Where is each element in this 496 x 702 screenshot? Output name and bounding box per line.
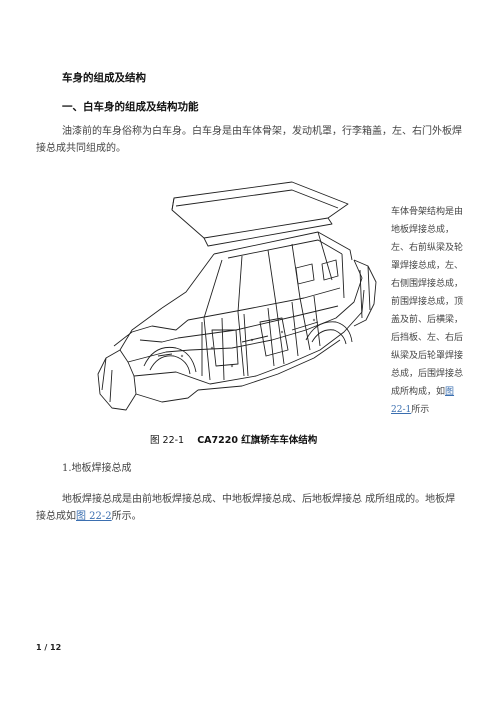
page-title: 车身的组成及结构 [62, 72, 146, 84]
floor-paragraph-suffix: 所示。 [111, 511, 142, 522]
figure-caption-number: 图 22-1 [150, 435, 185, 446]
subsection-heading: 1.地板焊接总成 [62, 463, 132, 474]
figure-caption: 图 22-1 CA7220 红旗轿车车体结构 [150, 428, 317, 447]
floor-paragraph-text: 地板焊接总成是由前地板焊接总成、中地板焊接总成、后地板焊接总 成所组成的。地板焊… [36, 494, 456, 522]
figure-side-note: 车体骨架结构是由地板焊接总成，左、右前纵梁及轮罩焊接总成，左、右侧围焊接总成，前… [391, 203, 465, 419]
intro-paragraph: 油漆前的车身俗称为白车身。白车身是由车体骨架，发动机罩，行李箱盖，左、右门外板焊… [36, 126, 462, 154]
section-heading: 一、白车身的组成及结构功能 [62, 101, 199, 113]
figure-caption-text: CA7220 红旗轿车车体结构 [197, 435, 318, 446]
car-body-figure [92, 180, 382, 420]
page-indicator: 1 / 12 [36, 643, 62, 652]
floor-paragraph: 地板焊接总成是由前地板焊接总成、中地板焊接总成、后地板焊接总 成所组成的。地板焊… [36, 491, 464, 525]
figure-22-2-link[interactable]: 图 22-2 [76, 511, 112, 522]
figure-22-1-link[interactable]: 图22-1 [391, 387, 455, 415]
side-note-suffix: 所示 [411, 405, 430, 415]
side-note-text: 车体骨架结构是由地板焊接总成，左、右前纵梁及轮罩焊接总成，左、右侧围焊接总成，前… [391, 207, 464, 397]
car-body-frame-illustration [97, 181, 377, 411]
